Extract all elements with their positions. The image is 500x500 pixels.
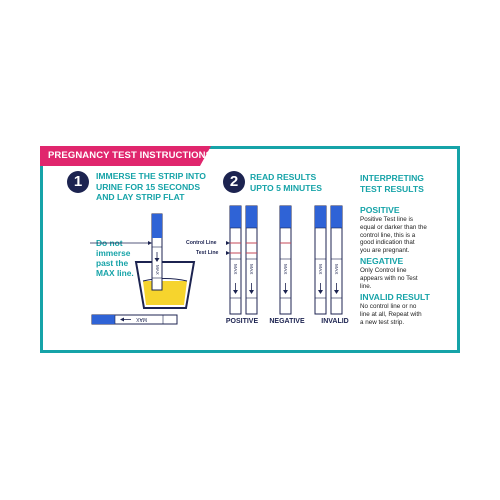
negative-title: NEGATIVE	[360, 256, 404, 266]
result-strips: MAX MAX MAX MAX MAX	[229, 205, 343, 315]
caption-invalid: INVALID	[321, 318, 349, 325]
negative-strip: MAX	[279, 205, 292, 315]
caption-positive: POSITIVE	[225, 318, 259, 325]
strip-max-label: MAX	[232, 264, 238, 275]
test-line-label: Test Line	[196, 250, 219, 256]
urine-cup-illustration	[134, 261, 196, 309]
strip-max-label: MAX	[317, 264, 323, 275]
strip-max-mark: MAX	[155, 265, 160, 275]
step-2-heading: READ RESULTS UPTO 5 MINUTES	[250, 172, 322, 193]
positive-description: Positive Test line is equal or darker th…	[360, 216, 427, 255]
invalid-title: INVALID RESULT	[360, 292, 430, 302]
banner-title: PREGNANCY TEST INSTRUCTIONS	[48, 150, 213, 161]
strip-max-label: MAX	[333, 264, 339, 275]
flat-strip-max-mark: MAX	[136, 316, 148, 322]
flat-strip: MAX	[91, 314, 178, 325]
step-1-badge: 1	[67, 171, 89, 193]
control-line-label: Control Line	[186, 240, 217, 246]
positive-strip-2: MAX	[245, 205, 258, 315]
caption-negative: NEGATIVE	[269, 318, 305, 325]
invalid-description: No control line or no line at all, Repea…	[360, 303, 422, 326]
step-1-heading: IMMERSE THE STRIP INTO URINE FOR 15 SECO…	[96, 171, 206, 202]
warning-arrow	[90, 241, 152, 245]
step-2-badge: 2	[223, 171, 245, 193]
positive-strip-1: MAX	[229, 205, 242, 315]
interpret-heading: INTERPRETING TEST RESULTS	[360, 173, 424, 194]
immersed-strip: MAX	[151, 213, 163, 291]
strip-max-label: MAX	[248, 264, 254, 275]
control-line-pointer	[226, 241, 230, 245]
strip-max-label: MAX	[282, 264, 288, 275]
invalid-strip-1: MAX	[314, 205, 327, 315]
positive-title: POSITIVE	[360, 205, 400, 215]
test-line-pointer	[226, 251, 230, 255]
invalid-strip-2: MAX	[330, 205, 343, 315]
negative-description: Only Control line appears with no Test l…	[360, 267, 418, 290]
instructions-banner: PREGNANCY TEST INSTRUCTIONS	[40, 146, 213, 166]
banner-shape	[40, 146, 211, 166]
